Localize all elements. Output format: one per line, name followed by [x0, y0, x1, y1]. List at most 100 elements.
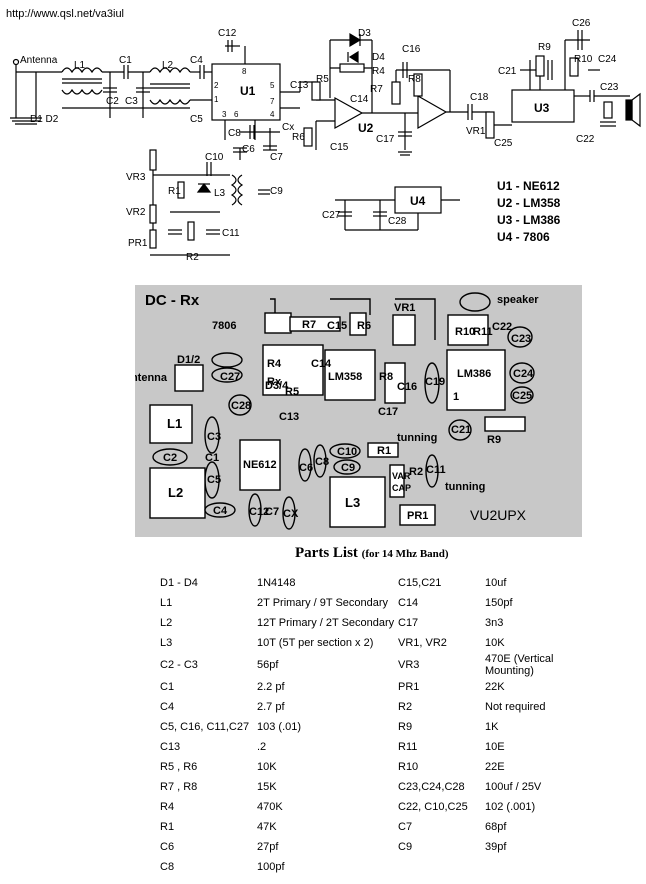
part-designator: R11	[398, 741, 418, 753]
pcb-label: L2	[168, 485, 183, 500]
pcb-label: C22	[492, 321, 512, 333]
schematic-label: R2	[186, 252, 199, 263]
pcb-label: C13	[279, 411, 299, 423]
schematic-label: C1	[119, 55, 132, 66]
pcb-label: C17	[378, 406, 398, 418]
pcb-label: C28	[231, 400, 251, 412]
schematic-label: 6	[234, 110, 239, 119]
part-value: 150pf	[485, 597, 513, 609]
parts-list-heading: Parts List	[295, 545, 358, 561]
pcb-label: PR1	[407, 510, 428, 522]
schematic-label: C27	[322, 210, 341, 221]
part-designator: PR1	[398, 681, 420, 693]
schematic-label: C5	[190, 114, 203, 125]
schematic-label: C28	[388, 216, 407, 227]
schematic-label: C9	[270, 186, 283, 197]
part-designator: R1	[160, 821, 175, 833]
schematic-label: C4	[190, 55, 203, 66]
schematic-label: U3	[534, 101, 550, 115]
pcb-label: tunning	[397, 432, 437, 444]
part-designator: L2	[160, 617, 173, 629]
pcb-label: Rx	[267, 376, 282, 388]
schematic-label: U1	[240, 84, 256, 98]
schematic-label: Antenna	[20, 55, 58, 66]
pcb-label: speaker	[497, 294, 539, 306]
source-url: http://www.qsl.net/va3iul	[6, 8, 125, 20]
schematic-label: L3	[214, 188, 226, 199]
part-designator: L3	[160, 637, 173, 649]
pcb-label: R4	[267, 358, 282, 370]
schematic-label: D1 D2	[30, 114, 59, 125]
schematic-label: D3	[358, 28, 371, 39]
part-value: 47K	[257, 821, 277, 833]
schematic-label: C26	[572, 18, 591, 29]
part-value	[485, 857, 595, 877]
pcb-label: C23	[511, 333, 531, 345]
pcb-label: VU2UPX	[470, 507, 527, 523]
part-designator: L1	[160, 597, 173, 609]
part-value: 10E	[485, 741, 505, 753]
schematic-label: VR3	[126, 172, 146, 183]
parts-list-subtitle: (for 14 Mhz Band)	[361, 548, 449, 560]
legend-item: U4 - 7806	[497, 230, 550, 244]
schematic-label: 8	[242, 67, 247, 76]
schematic-label: C23	[600, 82, 619, 93]
part-value: 15K	[257, 781, 277, 793]
part-designator: VR1, VR2	[398, 637, 447, 649]
part-designator: C15,C21	[398, 577, 442, 589]
part-designator: C9	[398, 841, 413, 853]
schematic-label: C24	[598, 54, 617, 65]
pcb-label: C19	[425, 376, 445, 388]
part-value: 10uf	[485, 577, 507, 589]
schematic-label: R10	[574, 54, 593, 65]
schematic-label: U4	[410, 194, 426, 208]
schematic-label: U2	[358, 121, 374, 135]
pcb-label: CX	[283, 508, 299, 520]
pcb-label: R8	[379, 371, 393, 383]
part-designator: R10	[398, 761, 419, 773]
schematic-label: 4	[270, 110, 275, 119]
pcb-label: L3	[345, 495, 360, 510]
schematic-label: L2	[162, 60, 174, 71]
part-designator: R2	[398, 701, 413, 713]
part-value: 3n3	[485, 617, 504, 629]
pcb-label: C25	[512, 390, 532, 402]
pcb-label: C10	[337, 446, 357, 458]
part-designator: R9	[398, 721, 413, 733]
pcb-label: C14	[311, 358, 332, 370]
schematic-label: R4	[372, 66, 385, 77]
part-value: 12T Primary / 2T Secondary	[257, 617, 395, 629]
schematic-label: C12	[218, 28, 237, 39]
schematic-label: 2	[214, 81, 219, 90]
schematic-label: C11	[222, 228, 240, 239]
part-value: 22K	[485, 681, 505, 693]
part-value: .2	[257, 741, 267, 753]
schematic-label: VR1	[466, 126, 486, 137]
pcb-label: R2	[409, 466, 423, 478]
part-designator: C23,C24,C28	[398, 781, 465, 793]
part-designator: C4	[160, 701, 175, 713]
schematic-label: C14	[350, 94, 369, 105]
pcb-label: VAR	[392, 471, 411, 481]
schematic-label: 5	[270, 81, 275, 90]
pcb-label: R7	[302, 319, 316, 331]
pcb-label: 7806	[212, 320, 236, 332]
part-value: 2.7 pf	[257, 701, 285, 713]
part-value: 22E	[485, 761, 505, 773]
part-designator: R4	[160, 801, 175, 813]
schematic-label: C18	[470, 92, 489, 103]
schematic-label: R9	[538, 42, 551, 53]
pcb-label: C4	[213, 505, 228, 517]
pcb-label: C8	[315, 456, 329, 468]
schematic-diagram: Antenna L1 L2 C1 C2 C3 C4 C5 C12 U1 8 2 …	[10, 18, 641, 263]
schematic-label: C6	[242, 144, 255, 155]
part-value: 10K	[485, 637, 505, 649]
part-designator: C14	[398, 597, 419, 609]
schematic-label: C22	[576, 134, 595, 145]
schematic-label: L1	[74, 60, 86, 71]
